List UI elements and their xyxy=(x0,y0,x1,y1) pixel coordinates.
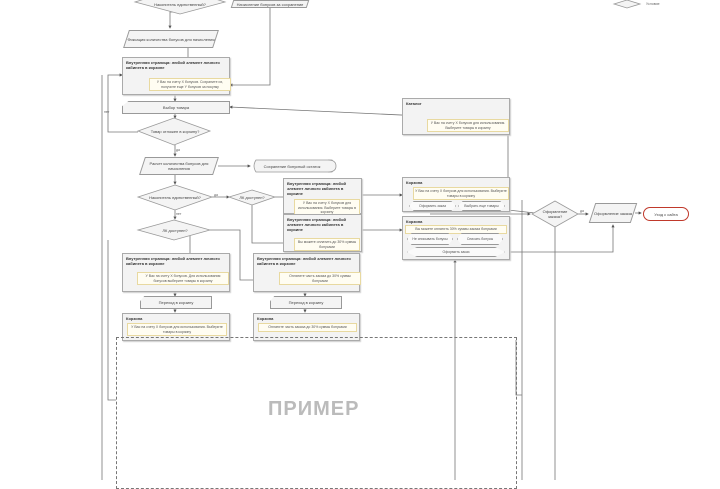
box-title: Корзина xyxy=(126,316,143,321)
fix-bonus: Фиксация количества бонусов для начислен… xyxy=(126,30,216,48)
box-note: У Вас на счету X бонусов для использован… xyxy=(127,323,227,336)
choose-more-button: Выбрать еще товары xyxy=(458,201,505,211)
decision-lk: ЛК доступен? xyxy=(162,227,188,233)
watermark: ПРИМЕР xyxy=(268,398,360,420)
use-bonus-button: Списать бонусы xyxy=(457,233,503,245)
box-note: У Вас на счету X бонусов для использован… xyxy=(413,187,509,200)
choose-product: Выбор товара xyxy=(122,101,230,114)
decision-order: Оформление заказа? xyxy=(542,209,568,219)
catalog: Каталог У Вас на счету X бонусов для исп… xyxy=(402,98,510,135)
save-bonus-storage: Сохранение бонусный остаток xyxy=(263,163,321,169)
internal-page-3: Внутренняя страница: любой элемент лично… xyxy=(283,214,362,252)
internal-page-1: Внутренняя страница: любой элемент лично… xyxy=(122,57,231,95)
cart-3: Корзина У Вас на счету X бонусов для исп… xyxy=(402,177,510,212)
order-process: Оформление заказа xyxy=(592,203,634,223)
edge-label-yes: да xyxy=(176,148,180,152)
calc-bonus: Расчет количества бонусов для начисления xyxy=(142,157,216,175)
box-note: Оплатите часть заказа до 30% суммы бонус… xyxy=(258,323,357,332)
exit-terminator: Уход с сайта xyxy=(643,207,689,221)
internal-page-2: Внутренняя страница: любой элемент лично… xyxy=(283,178,362,217)
decision-lk-right: ЛК доступен? xyxy=(239,194,265,200)
box-title: Внутренняя страница: любой элемент лично… xyxy=(287,217,346,232)
box-title: Каталог xyxy=(406,101,422,106)
box-note: У Вас на счету X бонусов для использован… xyxy=(427,119,509,132)
box-note: Вы можете оплатить 30% суммы заказа бону… xyxy=(405,225,507,234)
box-note: Вы можете оплатить до 30% суммы бонусами xyxy=(294,238,360,251)
decision-top: Накопитель единственный? xyxy=(154,1,206,7)
box-note: У Вас на счету X бонусов. Сохраните их, … xyxy=(149,78,231,91)
box-title: Корзина xyxy=(406,180,423,185)
internal-page-5: Внутренняя страница: любой элемент лично… xyxy=(253,253,361,292)
cart-2: Корзина Оплатите часть заказа до 30% сум… xyxy=(253,313,360,341)
cart-1: Корзина У Вас на счету X бонусов для исп… xyxy=(122,313,230,341)
go-cart-1: Переход в корзину xyxy=(140,296,212,309)
decision-product-in-cart: Товар отложен в корзину? xyxy=(150,128,200,134)
decision-single-accumulator: Накопитель единственный? xyxy=(149,194,201,200)
internal-page-4: Внутренняя страница: любой элемент лично… xyxy=(122,253,230,292)
order-button: Оформить заказ xyxy=(407,247,505,257)
box-title: Внутренняя страница: любой элемент лично… xyxy=(257,256,351,266)
box-note: Оплатите часть заказа до 30% суммы бонус… xyxy=(279,272,361,285)
box-title: Внутренняя страница: любой элемент лично… xyxy=(126,60,220,70)
edge-label-yes: да xyxy=(214,193,218,197)
box-title: Корзина xyxy=(406,219,423,224)
box-title: Корзина xyxy=(257,316,274,321)
edge-label-yes: да xyxy=(580,209,584,213)
box-title: Внутренняя страница: любой элемент лично… xyxy=(126,256,220,266)
legend-condition-label: Условие xyxy=(646,2,660,6)
go-cart-2: Переход в корзину xyxy=(270,296,342,309)
edge-label-no: нет xyxy=(104,110,110,114)
process-top: Начисление бонусов за сохранение xyxy=(232,0,308,8)
cart-4: Корзина Вы можете оплатить 30% суммы зак… xyxy=(402,216,510,260)
order-button: Оформить заказ xyxy=(409,201,456,211)
edge-label-no: нет xyxy=(176,212,182,216)
no-bonus-button: Не списывать бонусы xyxy=(407,233,453,245)
box-title: Внутренняя страница: любой элемент лично… xyxy=(287,181,346,196)
box-note: У Вас на счету X бонусов. Для использова… xyxy=(137,272,229,285)
